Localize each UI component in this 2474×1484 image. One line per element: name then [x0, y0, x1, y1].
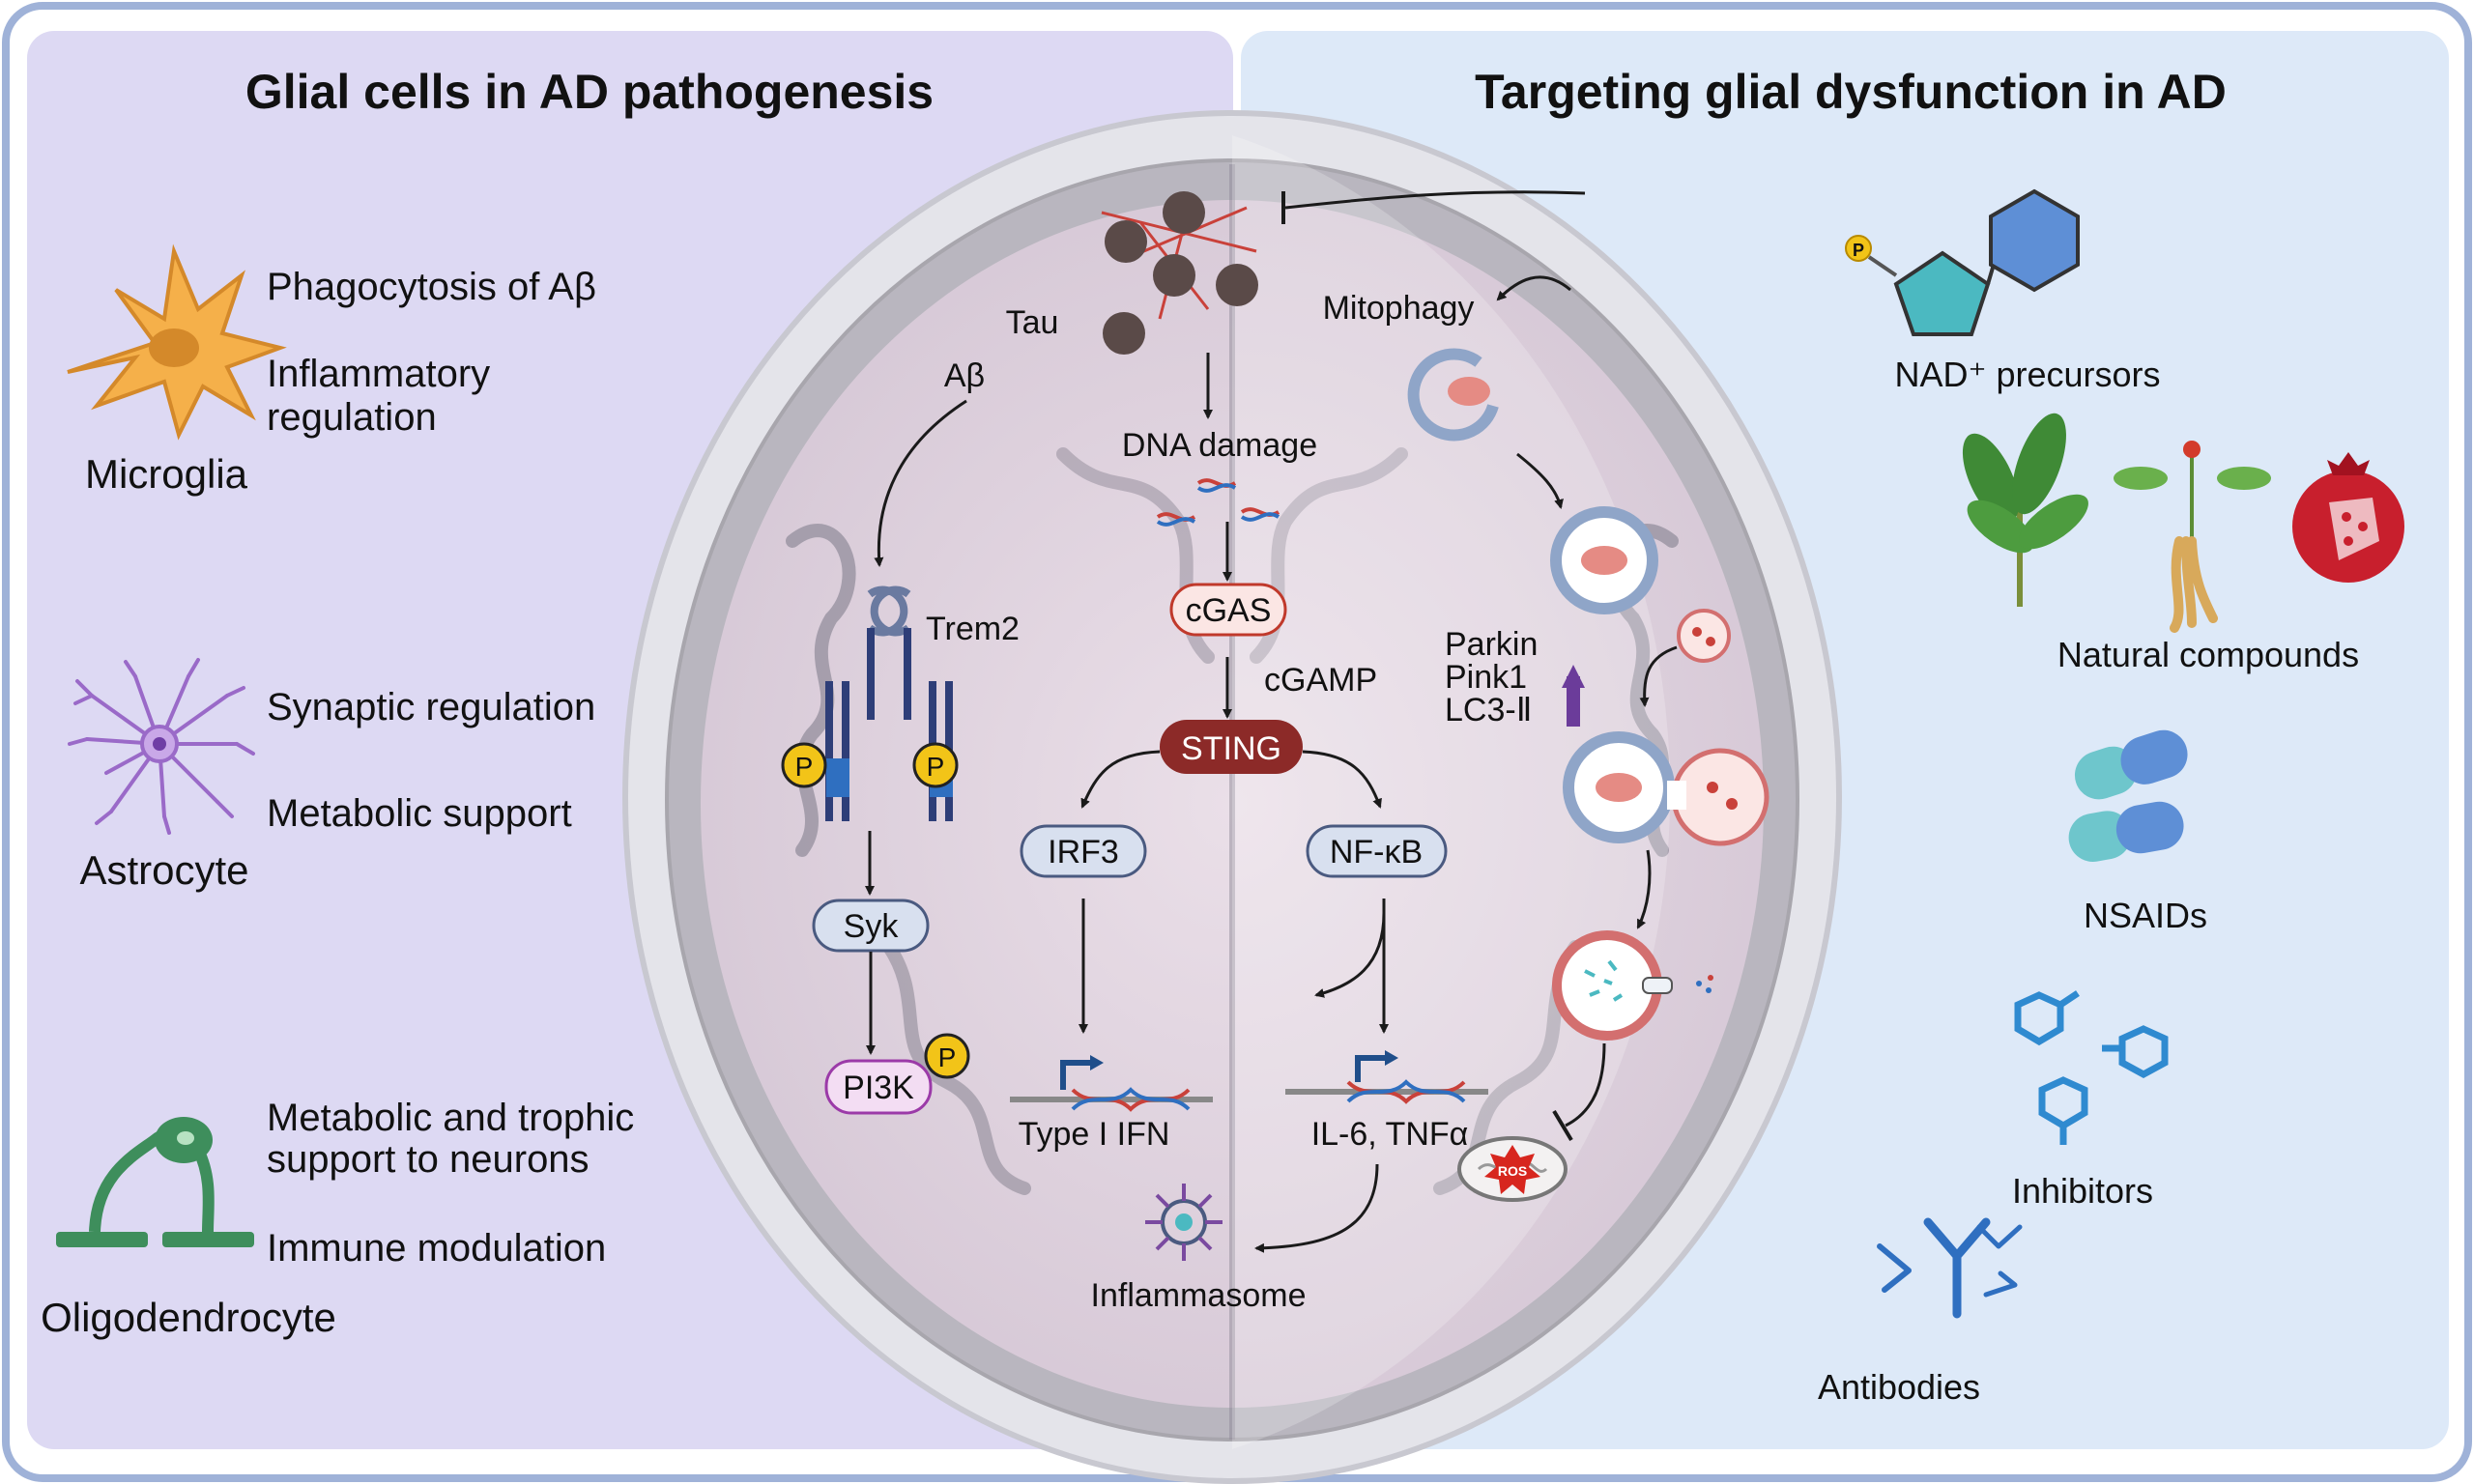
sting-to-nfkb-arrow — [1302, 750, 1382, 809]
cgas-label: cGAS — [1186, 592, 1272, 629]
trem2-label: Trem2 — [926, 611, 1020, 647]
therapy-natural-label: Natural compounds — [2057, 635, 2359, 674]
mito-step-arrow-3 — [1636, 849, 1652, 929]
therapy-nsaids-label: NSAIDs — [2084, 896, 2207, 935]
microglia-label: Microglia — [85, 451, 248, 497]
tau-label: Tau — [1006, 304, 1059, 341]
astrocyte-icon — [68, 658, 255, 835]
inhibitor-molecule-icon — [2014, 990, 2169, 1145]
mitophagy-inhibits-tau — [1284, 190, 1586, 210]
therapy-inhibitors-label: Inhibitors — [2012, 1171, 2153, 1211]
therapy-nad-label: NAD⁺ precursors — [1894, 355, 2160, 394]
nfkb-node — [1306, 824, 1448, 878]
mito-step-arrow-2 — [1639, 645, 1678, 707]
parkin-label: Parkin — [1445, 626, 1538, 663]
sting-node — [1160, 720, 1303, 774]
nfkb-branch-arrow — [1314, 912, 1386, 998]
lc3-label: LC3-Ⅱ — [1445, 692, 1532, 728]
oligo-role-2: support to neurons — [267, 1138, 590, 1181]
antibody-icon — [1877, 1217, 2023, 1319]
mitophagy-label: Mitophagy — [1323, 290, 1475, 327]
cgas-node — [1169, 583, 1287, 637]
therapy-antibodies-label: Antibodies — [1818, 1367, 1980, 1407]
type1-ifn-label: Type I IFN — [1019, 1116, 1170, 1153]
abeta-to-trem2-arrow — [874, 399, 967, 567]
astrocyte-role-2: Metabolic support — [267, 792, 572, 835]
astrocyte-role-1: Synaptic regulation — [267, 686, 595, 728]
dna-fragment-icon — [1156, 478, 1280, 527]
sting-to-irf3-arrow — [1080, 750, 1161, 809]
brain-cross-section — [622, 110, 1842, 1484]
cytokines-label: IL-6, TNFα — [1311, 1116, 1469, 1153]
cytokine-to-inflammasome-arrow — [1254, 1163, 1379, 1253]
lysosome-icon — [1677, 609, 1731, 663]
microglia-role-1: Phagocytosis of Aβ — [267, 266, 596, 308]
pink1-label: Pink1 — [1445, 659, 1527, 696]
pi3k-node — [824, 1059, 933, 1115]
to-mitophagy-arrow — [1496, 275, 1571, 301]
nad-precursor-molecule-icon: P — [1845, 188, 2080, 336]
phospho-badge-left: P — [781, 742, 827, 788]
plant-leaf-icon — [1962, 413, 2088, 607]
astrocyte-label: Astrocyte — [79, 847, 248, 893]
phagophore-icon — [1407, 348, 1499, 442]
dna-gene-left-icon — [1010, 1055, 1213, 1112]
left-panel-title: Glial cells in AD pathogenesis — [245, 65, 934, 119]
oligo-role-1: Metabolic and trophic — [267, 1097, 634, 1139]
capsule-icon — [2068, 729, 2188, 862]
inflammasome-icon — [1145, 1184, 1223, 1261]
autophagosome-icon — [1550, 506, 1658, 614]
tau-plaque-icon — [1101, 191, 1258, 355]
irf3-label: IRF3 — [1048, 834, 1119, 870]
microglia-role-3: regulation — [267, 396, 437, 439]
ros-label: ROS — [1498, 1163, 1527, 1179]
syk-node — [812, 899, 930, 953]
pi3k-label: PI3K — [843, 1070, 914, 1106]
oligodendrocyte-icon — [56, 1117, 254, 1247]
nfkb-label: NF-κB — [1330, 834, 1423, 870]
autolysosome-fusion-icon — [1563, 731, 1769, 846]
abeta-label: Aβ — [944, 357, 985, 394]
right-panel-title: Targeting glial dysfunction in AD — [1475, 65, 2227, 119]
cgamp-label: cGAMP — [1264, 662, 1377, 699]
svg-text:P: P — [938, 1042, 957, 1072]
inhibit-bar-bottom — [1552, 1109, 1573, 1142]
dna-damage-label: DNA damage — [1122, 427, 1317, 464]
mito-step-arrow-1 — [1516, 452, 1564, 509]
syk-label: Syk — [844, 908, 900, 945]
svg-text:P: P — [795, 752, 814, 782]
dna-gene-right-icon — [1285, 1050, 1488, 1104]
oligo-role-3: Immune modulation — [267, 1227, 606, 1270]
ginseng-root-icon — [2114, 441, 2271, 633]
mitophagy-inhibits-ros — [1565, 1042, 1606, 1127]
degradation-icon — [1552, 930, 1713, 1041]
inflammasome-label: Inflammasome — [1091, 1277, 1307, 1314]
svg-text:P: P — [927, 752, 945, 782]
microglia-role-2: Inflammatory — [267, 353, 490, 395]
phospho-badge-pi3k: P — [924, 1033, 970, 1079]
pomegranate-icon — [2292, 452, 2404, 583]
microglia-icon — [67, 243, 287, 441]
damaged-mitochondria-icon: ROS — [1457, 1136, 1568, 1202]
sting-label: STING — [1181, 730, 1281, 767]
oligodendrocyte-label: Oligodendrocyte — [41, 1295, 336, 1340]
svg-text:P: P — [1853, 241, 1864, 260]
phospho-badge-right: P — [912, 742, 959, 788]
irf3-node — [1020, 824, 1147, 878]
